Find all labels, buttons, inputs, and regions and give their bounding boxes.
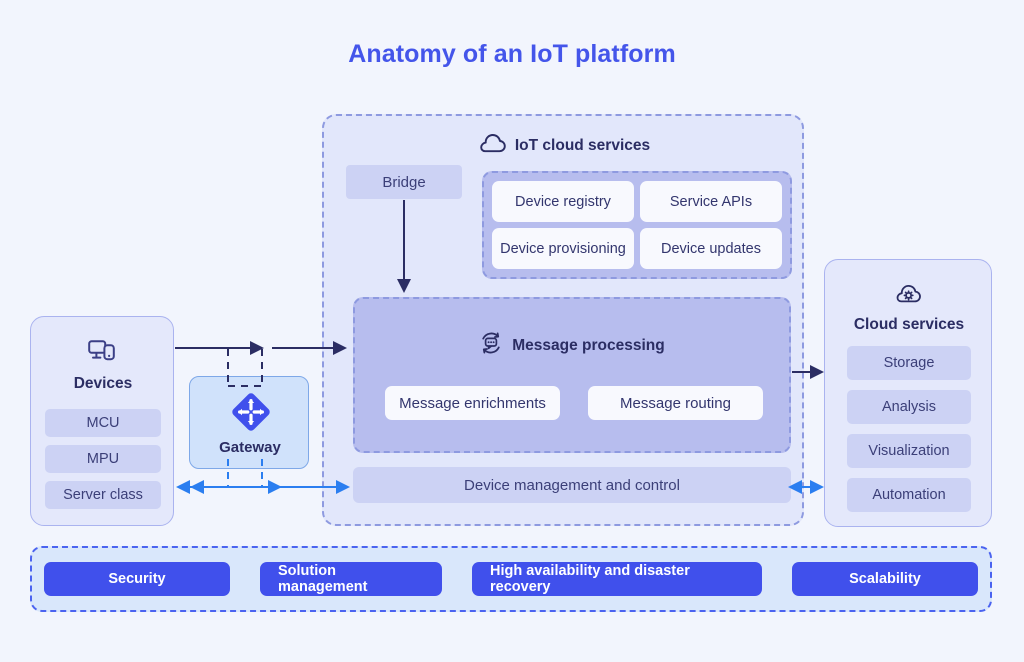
devices-monitor-icon [88,339,118,370]
service-card-device-provisioning[interactable]: Device provisioning [492,228,634,269]
pill-scalability[interactable]: Scalability [792,562,978,596]
device-management-bar[interactable]: Device management and control [353,467,791,503]
message-processing-label: Message processing [512,336,665,354]
devices-item-mcu[interactable]: MCU [45,409,161,437]
devices-item-list: MCU MPU Server class [45,409,161,509]
cloud-services-panel: Cloud services Storage Analysis Visualiz… [824,259,992,527]
pill-solution-management[interactable]: Solution management [260,562,442,596]
cloud-icon [480,134,506,158]
message-processing-icon [479,331,503,360]
bridge-label: Bridge [382,173,426,191]
cloud-item-visualization[interactable]: Visualization [847,434,971,468]
cloud-item-automation[interactable]: Automation [847,478,971,512]
devices-label: Devices [73,375,133,392]
cloud-services-label: Cloud services [853,316,965,333]
message-processing-cards: Message enrichments Message routing [385,386,763,420]
device-management-label: Device management and control [464,476,680,494]
gateway-panel[interactable]: Gateway [189,376,309,469]
service-card-service-apis[interactable]: Service APIs [640,181,782,222]
page-title: Anatomy of an IoT platform [348,40,676,68]
iot-services-card-grid: Device registry Service APIs Device prov… [482,171,792,279]
pill-security[interactable]: Security [44,562,230,596]
bridge-box[interactable]: Bridge [346,165,462,199]
devices-item-mpu[interactable]: MPU [45,445,161,473]
cloud-services-item-list: Storage Analysis Visualization Automatio… [847,346,971,512]
message-processing-heading: Message processing [355,331,789,360]
devices-panel: Devices MCU MPU Server class [30,316,174,526]
devices-item-server-class[interactable]: Server class [45,481,161,509]
cloud-services-heading: Cloud services [825,282,993,334]
pill-high-availability[interactable]: High availability and disaster recovery [472,562,762,596]
service-card-device-registry[interactable]: Device registry [492,181,634,222]
iot-cloud-services-heading: IoT cloud services [324,134,806,158]
devices-heading: Devices [31,339,175,393]
cloud-gear-icon [894,282,924,311]
card-message-routing[interactable]: Message routing [588,386,763,420]
cross-cutting-concerns-bar: Security Solution management High availa… [30,546,992,612]
cloud-item-storage[interactable]: Storage [847,346,971,380]
iot-cloud-services-label: IoT cloud services [514,137,651,154]
message-processing-box: Message processing Message enrichments M… [353,297,791,453]
service-card-device-updates[interactable]: Device updates [640,228,782,269]
cloud-item-analysis[interactable]: Analysis [847,390,971,424]
card-message-enrichments[interactable]: Message enrichments [385,386,560,420]
gateway-label: Gateway [219,439,281,456]
gateway-diamond-arrows-icon [228,389,274,440]
